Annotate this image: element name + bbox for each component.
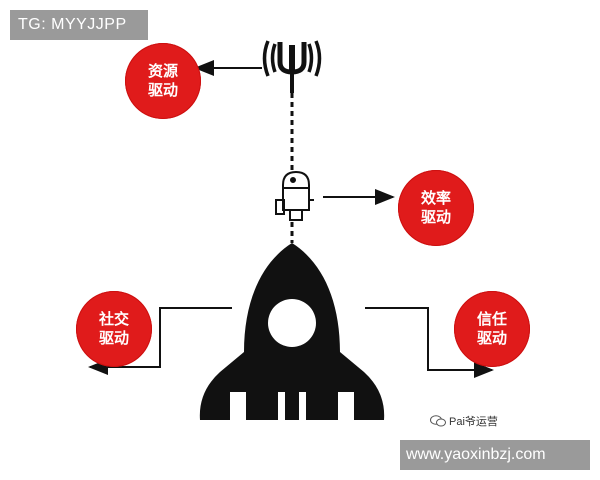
resource-node-line1: 资源 — [147, 63, 178, 80]
efficiency-node-line1: 效率 — [420, 190, 451, 207]
signal-antenna-icon — [262, 40, 322, 93]
robot-icon — [275, 170, 314, 221]
trust-node-line1: 信任 — [476, 311, 507, 328]
telegram-tag: TG: MYYJJPP — [10, 10, 148, 40]
website-tag: www.yaoxinbzj.com — [400, 440, 590, 470]
watermark: Pai爷运营 — [430, 413, 498, 429]
social-driven-node: 社交 驱动 — [76, 291, 152, 367]
wechat-icon — [430, 415, 446, 427]
social-node-line2: 驱动 — [98, 330, 129, 347]
social-node-line1: 社交 — [98, 311, 129, 328]
arrow-to-trust — [365, 307, 494, 378]
resource-node-line2: 驱动 — [147, 82, 178, 99]
trust-node-line2: 驱动 — [476, 330, 507, 347]
watermark-text: Pai爷运营 — [449, 416, 498, 428]
efficiency-node-line2: 驱动 — [420, 209, 451, 226]
arrow-to-social — [88, 307, 232, 375]
rocket-icon — [199, 243, 385, 420]
trust-driven-node: 信任 驱动 — [454, 291, 530, 367]
resource-driven-node: 资源 驱动 — [125, 43, 201, 119]
efficiency-driven-node: 效率 驱动 — [398, 170, 474, 246]
